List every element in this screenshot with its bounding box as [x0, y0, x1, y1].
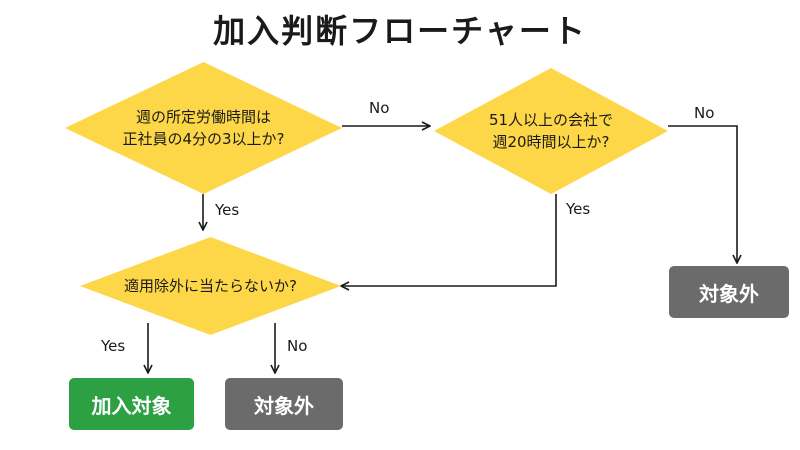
label-q1-yes: Yes	[215, 201, 240, 219]
label-q3-no: No	[287, 337, 308, 355]
decision-weekly-hours-line1: 週の所定労働時間は	[135, 108, 271, 126]
flowchart-title: 加入判断フローチャート	[213, 12, 587, 50]
arrow-q2-no	[668, 125, 737, 263]
decision-exemption: 適用除外に当たらないか?	[80, 237, 341, 335]
label-q2-yes: Yes	[566, 200, 591, 218]
decision-company-size-line1: 51人以上の会社で	[488, 111, 614, 129]
label-q3-yes: Yes	[101, 337, 126, 355]
decision-weekly-hours: 週の所定労働時間は 正社員の4分の3以上か?	[65, 62, 342, 194]
decision-company-size-line2: 週20時間以上か?	[492, 133, 610, 151]
decision-weekly-hours-line2: 正社員の4分の3以上か?	[122, 130, 285, 148]
label-q1-no: No	[369, 99, 390, 117]
label-q2-no: No	[694, 104, 715, 122]
arrow-q2-yes	[341, 194, 557, 286]
decision-company-size: 51人以上の会社で 週20時間以上か?	[434, 68, 668, 194]
result-excluded-left: 対象外	[225, 378, 343, 430]
result-enrolled: 加入対象	[69, 378, 194, 430]
decision-exemption-line1: 適用除外に当たらないか?	[124, 277, 297, 295]
result-excluded-right: 対象外	[669, 266, 789, 318]
